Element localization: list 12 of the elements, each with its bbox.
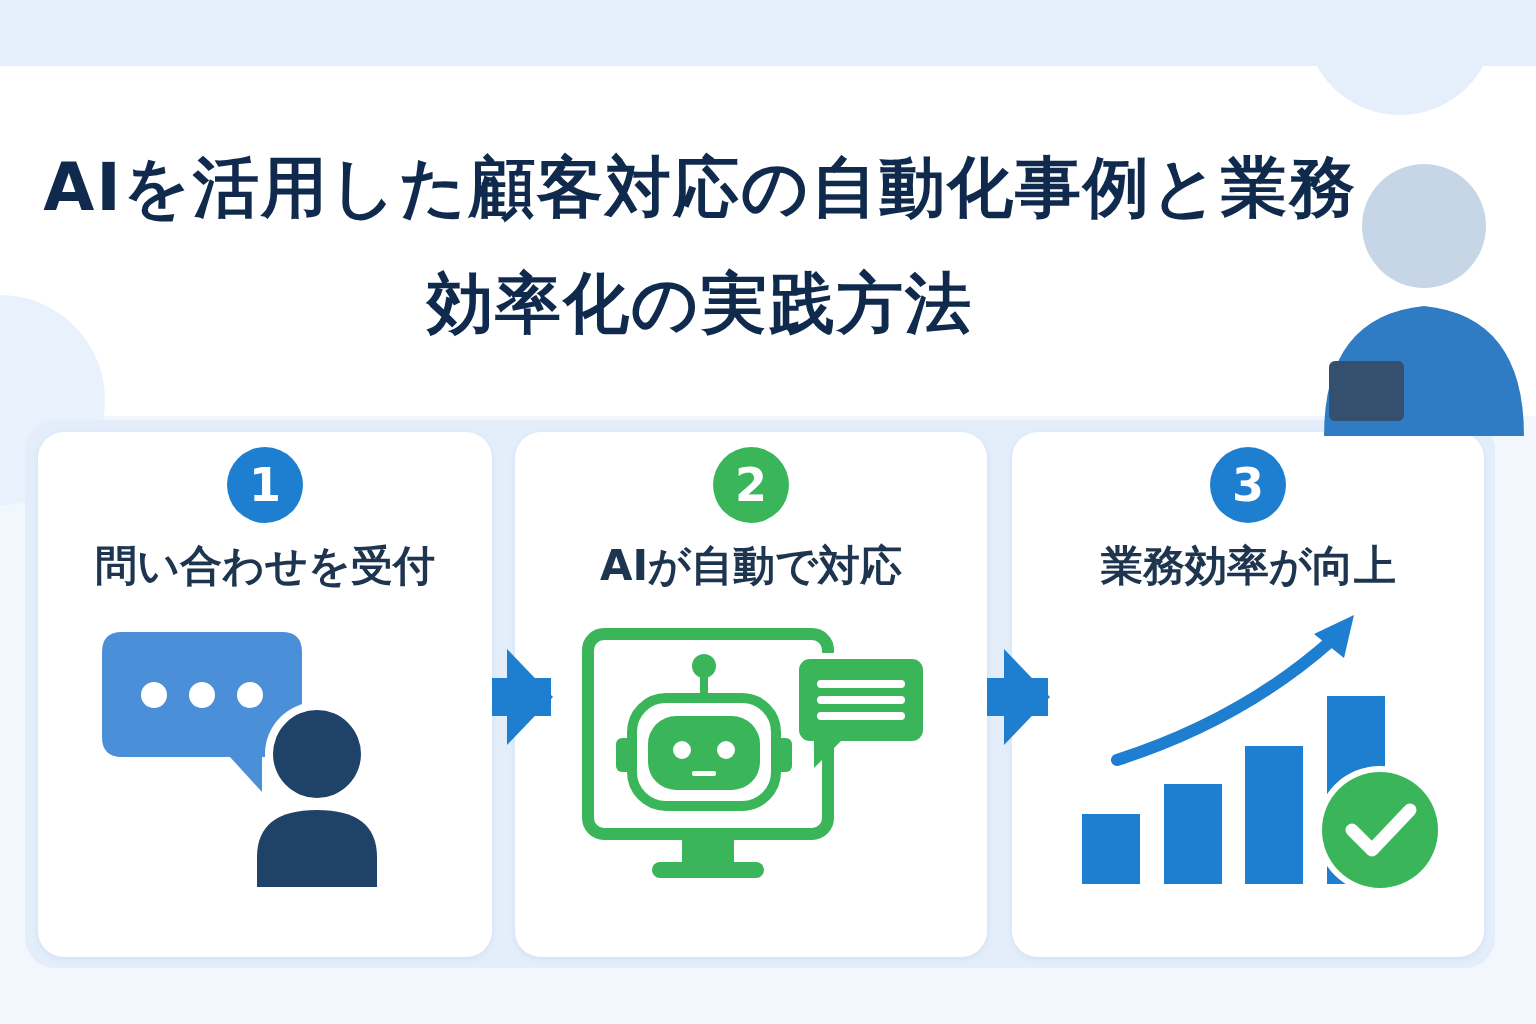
step-number: 1: [227, 447, 303, 523]
title: AIを活用した顧客対応の自動化事例と業務効率化の実践方法: [42, 148, 1358, 344]
step-heading: 問い合わせを受付: [94, 540, 436, 592]
arrow: [492, 649, 553, 745]
arrow: [987, 649, 1050, 745]
step-heading: AIが自動で対応: [598, 540, 904, 592]
step-card: [515, 432, 987, 957]
step-card: [1012, 432, 1484, 957]
step-heading: 業務効率が向上: [1099, 540, 1397, 592]
step-card: [38, 432, 492, 957]
step-number: 3: [1210, 447, 1286, 523]
step-number: 2: [713, 447, 789, 523]
